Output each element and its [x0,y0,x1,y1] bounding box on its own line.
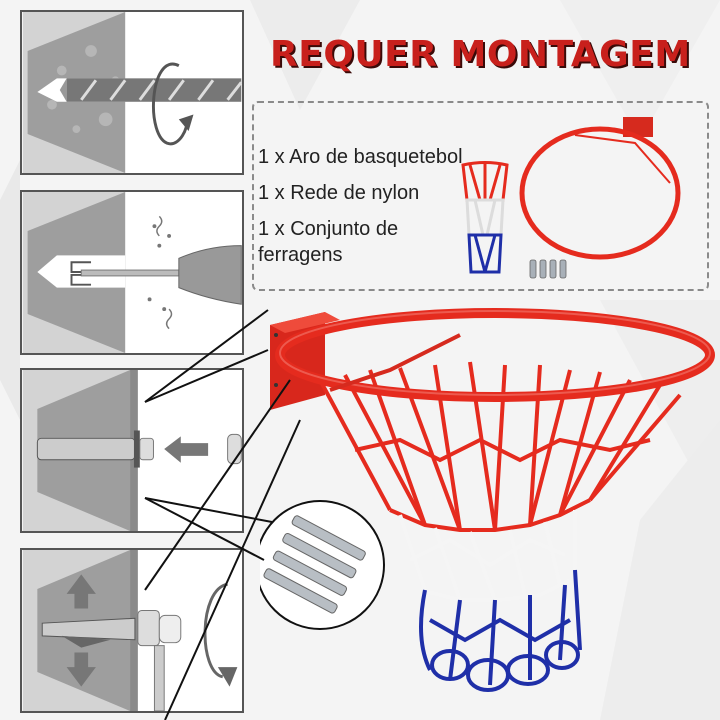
air-pump-icon [22,192,242,353]
net-thumbnail-icon [461,161,509,274]
contents-item-hoop: 1 x Aro de basquetebol [258,146,463,168]
wrench-icon [22,550,242,711]
contents-item-hardware-cont: ferragens [258,244,343,266]
package-contents-panel [252,101,709,291]
step-insert-anchor [20,368,244,533]
hoop-thumbnail-icon [519,117,681,260]
contents-item-hardware: 1 x Conjunto de [258,218,399,240]
basketball-hoop-image [260,308,715,692]
step-blow-dust [20,190,244,355]
page-title: REQUER MONTAGEM [270,34,691,75]
drill-icon [22,12,242,173]
expansion-bolt-icon [22,370,242,531]
package-contents-list: 1 x Aro de basquetebol 1 x Rede de nylon… [258,144,463,268]
step-drill [20,10,244,175]
step-tighten-anchor [20,548,244,713]
contents-item-net: 1 x Rede de nylon [258,182,420,204]
bolts-thumbnail-icon [529,259,567,279]
